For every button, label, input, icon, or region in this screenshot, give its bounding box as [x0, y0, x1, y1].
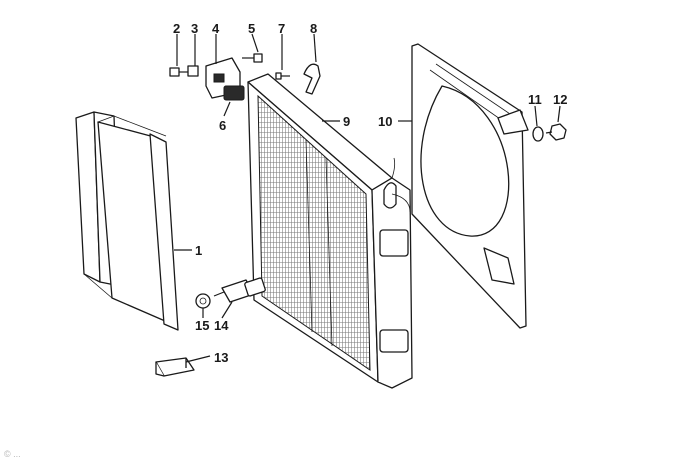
- callout-1: 1: [195, 243, 202, 258]
- callout-2: 2: [173, 21, 180, 36]
- callout-13: 13: [214, 350, 228, 365]
- callout-8: 8: [310, 21, 317, 36]
- watermark: © ...: [4, 449, 21, 459]
- part-screw-5: [242, 53, 263, 63]
- part-clip-3: [187, 65, 199, 77]
- callout-14: 14: [214, 318, 229, 333]
- leader-lines: [174, 33, 561, 363]
- callout-6: 7: [278, 21, 285, 36]
- part-clamp-13: [155, 357, 195, 377]
- part-bolt-2: [169, 67, 190, 77]
- part-seal-ring-15: [195, 293, 211, 309]
- part-radiator: [247, 73, 413, 389]
- callout-10: 10: [378, 114, 392, 129]
- callout-11: 11: [528, 92, 542, 107]
- callout-3: 3: [191, 21, 198, 36]
- part-temp-switch-14: [213, 277, 266, 303]
- callout-12: 12: [553, 92, 567, 107]
- part-pin-7: [275, 72, 290, 80]
- part-washer-11: [532, 126, 544, 142]
- callout-15: 15: [195, 318, 209, 333]
- callout-9: 9: [343, 114, 350, 129]
- part-hook-8: [303, 63, 321, 95]
- callout-6b: 6: [219, 118, 226, 133]
- part-condenser: [75, 111, 179, 331]
- callout-labels: 1 2 3 4 5 7 8 6 9 10 11 12 13 14 15: [173, 21, 567, 365]
- part-nut-12: [545, 123, 567, 141]
- part-fan-shroud: [411, 43, 529, 329]
- callout-5: 5: [248, 21, 255, 36]
- part-rubber-mount-6: [223, 85, 245, 101]
- callout-4: 4: [212, 21, 220, 36]
